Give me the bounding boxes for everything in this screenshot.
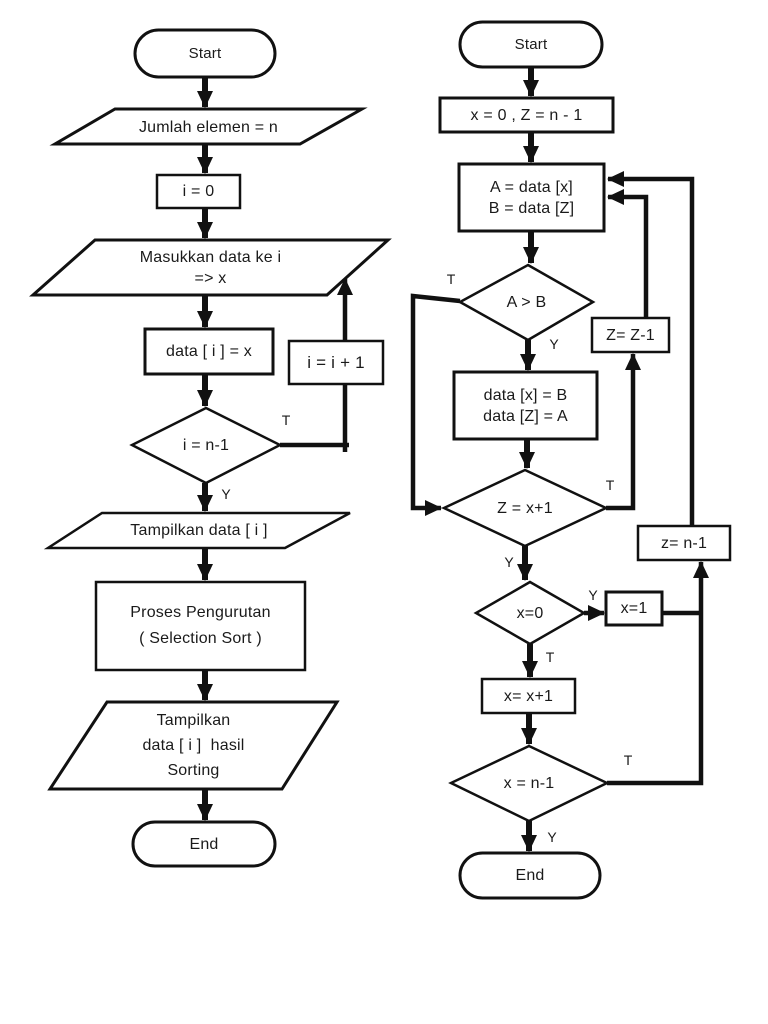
right-load-process: [457, 162, 606, 233]
right-setx1-process: [604, 590, 664, 627]
right-init-process: [438, 96, 615, 134]
left-end-terminator: [131, 820, 277, 868]
left-increment-process: [287, 339, 385, 386]
right-checkz-decision: [441, 468, 609, 548]
right-end-terminator: [458, 851, 602, 900]
right-start-terminator: [458, 20, 604, 69]
right-branch-checkz-true: T: [605, 477, 615, 493]
edge-right-checkxn-true-resetz: [607, 561, 709, 786]
right-compare-decision: [457, 263, 596, 342]
right-checkxn-decision: [448, 744, 610, 823]
left-check-decision: [129, 406, 283, 485]
edge-right-checkz-true-decz: [606, 353, 641, 511]
right-branch-checkz-yes: Y: [504, 554, 514, 570]
right-branch-compare-yes: Y: [549, 336, 559, 352]
right-resetz-process: [636, 524, 732, 562]
right-swap-process: [452, 370, 599, 441]
left-branch-yes: Y: [221, 486, 231, 502]
edge-right-resetz-to-load: [607, 171, 695, 526]
right-branch-checkx0-yes: Y: [588, 587, 598, 603]
right-decz-process: [590, 316, 671, 354]
left-display-parallelogram: [43, 511, 351, 550]
left-init-process: [155, 173, 242, 210]
left-branch-true: T: [281, 412, 291, 428]
left-assign-process: [143, 327, 275, 376]
right-branch-checkx0-true: T: [545, 649, 555, 665]
right-branch-checkxn-true: T: [623, 752, 633, 768]
left-result-parallelogram: [47, 700, 340, 791]
right-branch-compare-true: T: [446, 271, 456, 287]
right-branch-checkxn-yes: Y: [547, 829, 557, 845]
edge-right-compare-true-loop: [410, 293, 461, 516]
left-input-data-parallelogram: [29, 238, 392, 297]
left-sort-process: [94, 580, 307, 672]
left-start-terminator: [133, 28, 277, 79]
left-input-count-parallelogram: [49, 107, 368, 146]
right-incx-process: [480, 677, 577, 715]
edge-right-decz-to-load: [607, 189, 649, 318]
right-checkx0-decision: [473, 580, 587, 646]
